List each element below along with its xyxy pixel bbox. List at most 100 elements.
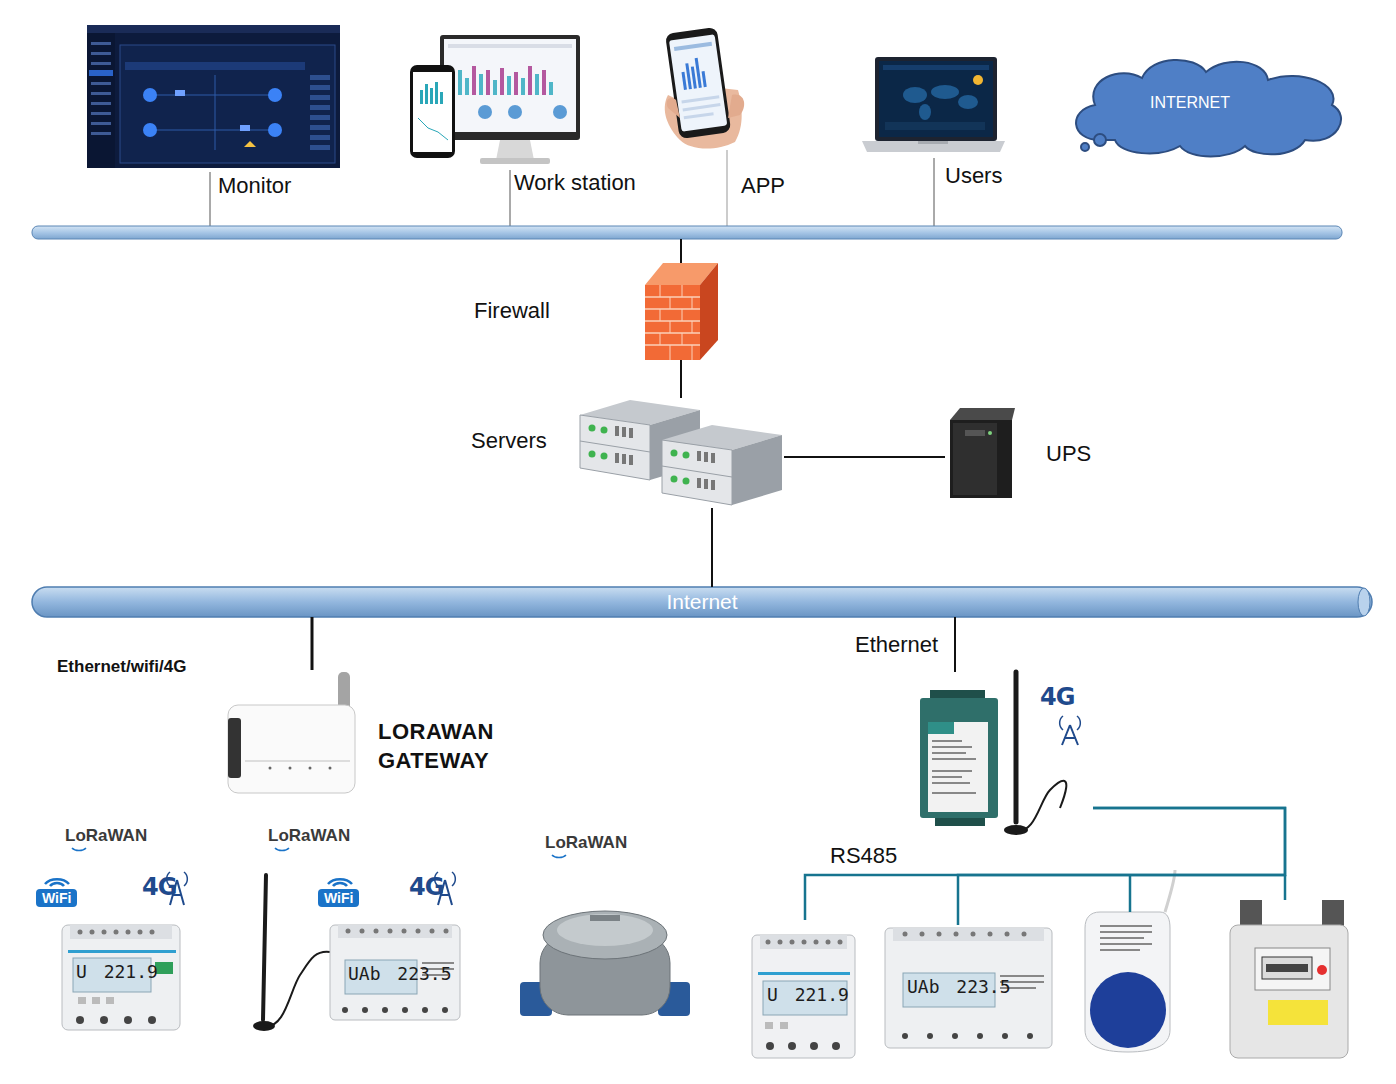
three-phase-meter bbox=[330, 925, 460, 1020]
phone-in-hand bbox=[691, 66, 697, 88]
server-rack bbox=[711, 480, 715, 490]
single-phase-meter bbox=[766, 940, 771, 945]
three-phase-meter bbox=[360, 929, 365, 934]
three-phase-meter bbox=[346, 929, 351, 934]
workstation-illustration bbox=[440, 92, 443, 104]
dashboard-screenshot bbox=[91, 92, 111, 95]
connector-line bbox=[954, 617, 956, 672]
three-phase-meter bbox=[1027, 1033, 1033, 1039]
single-phase-meter bbox=[790, 940, 795, 945]
network-bus bbox=[934, 158, 935, 226]
dashboard-screenshot bbox=[91, 102, 111, 105]
network-badge: 4G bbox=[142, 874, 176, 902]
firewall-icon bbox=[645, 263, 718, 360]
three-phase-meter bbox=[902, 1033, 908, 1039]
laptop-illustration bbox=[918, 141, 948, 144]
server-rack bbox=[580, 441, 650, 452]
phone-in-hand bbox=[674, 42, 712, 51]
server-rack bbox=[622, 454, 626, 464]
flow-sensor bbox=[1165, 870, 1175, 912]
network-bus bbox=[32, 226, 1342, 239]
wifi-badge: WiFi bbox=[318, 889, 359, 907]
workstation-illustration bbox=[507, 76, 511, 95]
dtu-concentrator bbox=[1016, 781, 1066, 831]
flow-sensor bbox=[1100, 931, 1152, 933]
gas-meter bbox=[1240, 900, 1262, 928]
laptop-illustration bbox=[931, 85, 959, 99]
node-label: INTERNET bbox=[1150, 94, 1230, 112]
dashboard-screenshot bbox=[91, 112, 111, 115]
dashboard-screenshot bbox=[310, 145, 330, 150]
laptop-illustration bbox=[885, 122, 985, 130]
firewall-icon bbox=[660, 309, 661, 321]
network-bus bbox=[210, 172, 211, 226]
dashboard-screenshot bbox=[310, 135, 330, 140]
workstation-illustration bbox=[420, 90, 423, 104]
three-phase-meter bbox=[885, 928, 1052, 1048]
three-phase-meter bbox=[374, 929, 379, 934]
flow-sensor bbox=[1100, 937, 1144, 939]
dashboard-screenshot bbox=[87, 33, 115, 168]
three-phase-meter bbox=[422, 1007, 428, 1013]
single-phase-meter bbox=[810, 1042, 818, 1050]
connector-line bbox=[711, 508, 713, 587]
dashboard-screenshot bbox=[91, 62, 111, 65]
phone-in-hand bbox=[695, 58, 702, 88]
badge-icons bbox=[50, 883, 64, 886]
dtu-concentrator bbox=[932, 776, 962, 778]
single-phase-meter bbox=[752, 935, 855, 1058]
network-bus bbox=[32, 150, 1342, 263]
server-rack bbox=[704, 452, 708, 462]
phone-in-hand bbox=[681, 95, 719, 103]
phone-in-hand bbox=[728, 95, 744, 118]
three-phase-meter bbox=[388, 929, 393, 934]
protocol-badge: LoRaWAN bbox=[545, 833, 627, 853]
single-phase-meter bbox=[92, 997, 100, 1004]
single-phase-meter bbox=[124, 1016, 132, 1024]
badge-icons bbox=[333, 883, 347, 886]
node-label: UAb 223.5 bbox=[907, 977, 1011, 998]
ups-icon bbox=[950, 420, 1012, 498]
gas-meter bbox=[1317, 965, 1327, 975]
connector-line bbox=[805, 808, 1285, 920]
node-label: Monitor bbox=[218, 173, 291, 198]
three-phase-meter bbox=[264, 952, 330, 1027]
single-phase-meter bbox=[838, 940, 843, 945]
cloud-shape bbox=[1094, 134, 1106, 146]
single-phase-meter bbox=[148, 1016, 156, 1024]
three-phase-meter bbox=[988, 932, 993, 937]
workstation-illustration bbox=[508, 105, 522, 119]
server-rack bbox=[683, 452, 690, 459]
dashboard-screenshot bbox=[310, 85, 330, 90]
single-phase-meter bbox=[758, 972, 850, 975]
dashboard-screenshot bbox=[268, 88, 282, 102]
dashboard-screenshot bbox=[91, 42, 111, 45]
lorawan-gateway-device bbox=[228, 718, 241, 778]
network-bus bbox=[510, 170, 511, 226]
network-bus bbox=[680, 239, 682, 263]
dashboard-screenshot bbox=[175, 90, 185, 96]
three-phase-meter bbox=[937, 932, 942, 937]
concentrator-node: 4G bbox=[918, 672, 1093, 822]
three-phase-meter bbox=[382, 1007, 388, 1013]
workstation-illustration bbox=[493, 80, 497, 95]
three-phase-meter bbox=[442, 1007, 448, 1013]
three-phase-meter bbox=[1022, 932, 1027, 937]
lorawan-gateway-device bbox=[228, 672, 355, 793]
single-phase-meter bbox=[760, 935, 847, 949]
phone-in-hand bbox=[665, 27, 744, 149]
gas-meter bbox=[1230, 925, 1348, 1058]
three-phase-meter bbox=[971, 932, 976, 937]
server-rack bbox=[697, 451, 701, 461]
server-rack bbox=[601, 427, 608, 434]
workstation-illustration bbox=[472, 66, 476, 95]
flow-sensor bbox=[1090, 972, 1166, 1048]
connector-line bbox=[958, 808, 1285, 925]
lorawan-gateway-device bbox=[309, 767, 312, 770]
node-label: Internet bbox=[32, 590, 1372, 614]
connector-line bbox=[311, 617, 314, 670]
three-phase-meter bbox=[362, 1007, 368, 1013]
flow-sensor bbox=[1085, 912, 1170, 1052]
workstation-illustration bbox=[549, 82, 553, 95]
workstation-illustration bbox=[542, 70, 546, 95]
